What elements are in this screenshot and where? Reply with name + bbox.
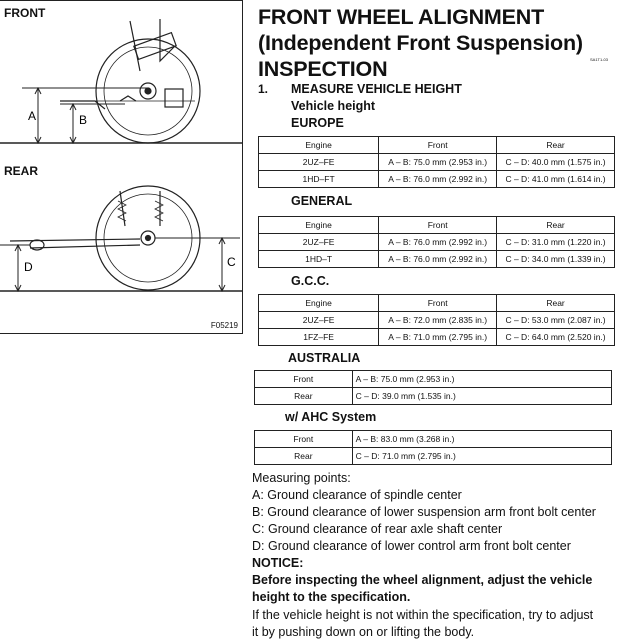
ahc-label: w/ AHC System	[285, 410, 377, 424]
table-row: 1FZ–FE A – B: 71.0 mm (2.795 in.) C – D:…	[257, 328, 615, 346]
table-row: 2UZ–FE A – B: 76.0 mm (2.992 in.) C – D:…	[257, 233, 615, 251]
table-header-cell: Engine	[257, 216, 380, 234]
suspension-figure: A B D C FRONT REAR F05219	[0, 0, 243, 334]
table-cell: A – B: 76.0 mm (2.992 in.)	[378, 233, 498, 251]
table-cell: C – D: 53.0 mm (2.087 in.)	[496, 311, 615, 329]
notice-text-line-1: If the vehicle height is not within the …	[252, 608, 594, 622]
table-cell: A – B: 76.0 mm (2.992 in.)	[378, 170, 498, 188]
title-line-3: INSPECTION	[258, 57, 388, 81]
suspension-drawing: A B D C	[0, 19, 242, 293]
table-cell: C – D: 39.0 mm (1.535 in.)	[351, 387, 613, 405]
table-cell: C – D: 41.0 mm (1.614 in.)	[496, 170, 615, 188]
measuring-point-c: C: Ground clearance of rear axle shaft c…	[252, 522, 503, 536]
table-cell: A – B: 75.0 mm (2.953 in.)	[351, 370, 613, 388]
table-row: 2UZ–FE A – B: 75.0 mm (2.953 in.) C – D:…	[257, 153, 615, 171]
table-row: 1HD–FT A – B: 76.0 mm (2.992 in.) C – D:…	[257, 170, 615, 188]
front-label: FRONT	[4, 6, 46, 20]
table-cell: Front	[254, 370, 353, 388]
table-row: Front A – B: 75.0 mm (2.953 in.)	[254, 370, 613, 388]
table-cell: Front	[254, 430, 353, 448]
australia-table: Front A – B: 75.0 mm (2.953 in.) Rear C …	[254, 370, 613, 405]
notice-bold-line-1: Before inspecting the wheel alignment, a…	[252, 573, 593, 587]
table-header-cell: Engine	[257, 294, 380, 312]
gcc-label: G.C.C.	[291, 274, 330, 288]
title-line-1: FRONT WHEEL ALIGNMENT	[258, 5, 545, 29]
dim-a-label: A	[28, 109, 36, 123]
dim-d-label: D	[24, 260, 33, 274]
measuring-point-a: A: Ground clearance of spindle center	[252, 488, 462, 502]
table-row: 2UZ–FE A – B: 72.0 mm (2.835 in.) C – D:…	[257, 311, 615, 329]
general-label: GENERAL	[291, 194, 353, 208]
table-header-row: Engine Front Rear	[257, 294, 615, 312]
table-row: 1HD–T A – B: 76.0 mm (2.992 in.) C – D: …	[257, 250, 615, 268]
table-cell: C – D: 34.0 mm (1.339 in.)	[496, 250, 615, 268]
table-cell: 2UZ–FE	[257, 153, 380, 171]
table-row: Rear C – D: 39.0 mm (1.535 in.)	[254, 387, 613, 405]
table-cell: A – B: 76.0 mm (2.992 in.)	[378, 250, 498, 268]
table-row: Front A – B: 83.0 mm (3.268 in.)	[254, 430, 613, 448]
step-heading: MEASURE VEHICLE HEIGHT	[291, 82, 462, 96]
measuring-title: Measuring points:	[252, 471, 351, 485]
table-cell: 1HD–T	[257, 250, 380, 268]
figure-code: F05219	[210, 321, 238, 330]
table-cell: Rear	[254, 387, 353, 405]
europe-label: EUROPE	[291, 116, 344, 130]
measuring-point-b: B: Ground clearance of lower suspension …	[252, 505, 596, 519]
table-cell: 2UZ–FE	[257, 311, 380, 329]
general-table: Engine Front Rear 2UZ–FE A – B: 76.0 mm …	[257, 216, 615, 268]
table-cell: Rear	[254, 447, 353, 465]
table-cell: 2UZ–FE	[257, 233, 380, 251]
table-cell: 1FZ–FE	[257, 328, 380, 346]
table-cell: C – D: 64.0 mm (2.520 in.)	[496, 328, 615, 346]
table-header-row: Engine Front Rear	[257, 216, 615, 234]
table-header-row: Engine Front Rear	[257, 136, 615, 154]
table-header-cell: Front	[378, 136, 498, 154]
table-cell: A – B: 72.0 mm (2.835 in.)	[378, 311, 498, 329]
page-title: FRONT WHEEL ALIGNMENT (Independent Front…	[258, 4, 614, 82]
gcc-table: Engine Front Rear 2UZ–FE A – B: 72.0 mm …	[257, 294, 615, 346]
notice-bold-line-2: height to the specification.	[252, 590, 411, 604]
table-header-cell: Front	[378, 294, 498, 312]
title-code: SA1T1-03	[590, 57, 609, 62]
step-subheading: Vehicle height	[291, 99, 376, 113]
table-cell: C – D: 71.0 mm (2.795 in.)	[351, 447, 613, 465]
measuring-point-d: D: Ground clearance of lower control arm…	[252, 539, 571, 553]
table-header-cell: Engine	[257, 136, 380, 154]
step-number: 1.	[258, 82, 269, 96]
table-header-cell: Rear	[496, 136, 615, 154]
table-cell: 1HD–FT	[257, 170, 380, 188]
table-cell: A – B: 75.0 mm (2.953 in.)	[378, 153, 498, 171]
table-cell: A – B: 71.0 mm (2.795 in.)	[378, 328, 498, 346]
notice-title: NOTICE:	[252, 556, 304, 570]
notice-text-line-2: it by pushing down on or lifting the bod…	[252, 625, 475, 639]
europe-table: Engine Front Rear 2UZ–FE A – B: 75.0 mm …	[257, 136, 615, 188]
table-header-cell: Rear	[496, 294, 615, 312]
ahc-table: Front A – B: 83.0 mm (3.268 in.) Rear C …	[254, 430, 613, 465]
dim-b-label: B	[79, 113, 87, 127]
table-cell: A – B: 83.0 mm (3.268 in.)	[351, 430, 613, 448]
title-line-2: (Independent Front Suspension)	[258, 31, 583, 55]
table-header-cell: Rear	[496, 216, 615, 234]
table-cell: C – D: 31.0 mm (1.220 in.)	[496, 233, 615, 251]
rear-label: REAR	[4, 164, 39, 178]
table-row: Rear C – D: 71.0 mm (2.795 in.)	[254, 447, 613, 465]
australia-label: AUSTRALIA	[288, 351, 361, 365]
table-header-cell: Front	[378, 216, 498, 234]
table-cell: C – D: 40.0 mm (1.575 in.)	[496, 153, 615, 171]
dim-c-label: C	[227, 255, 236, 269]
